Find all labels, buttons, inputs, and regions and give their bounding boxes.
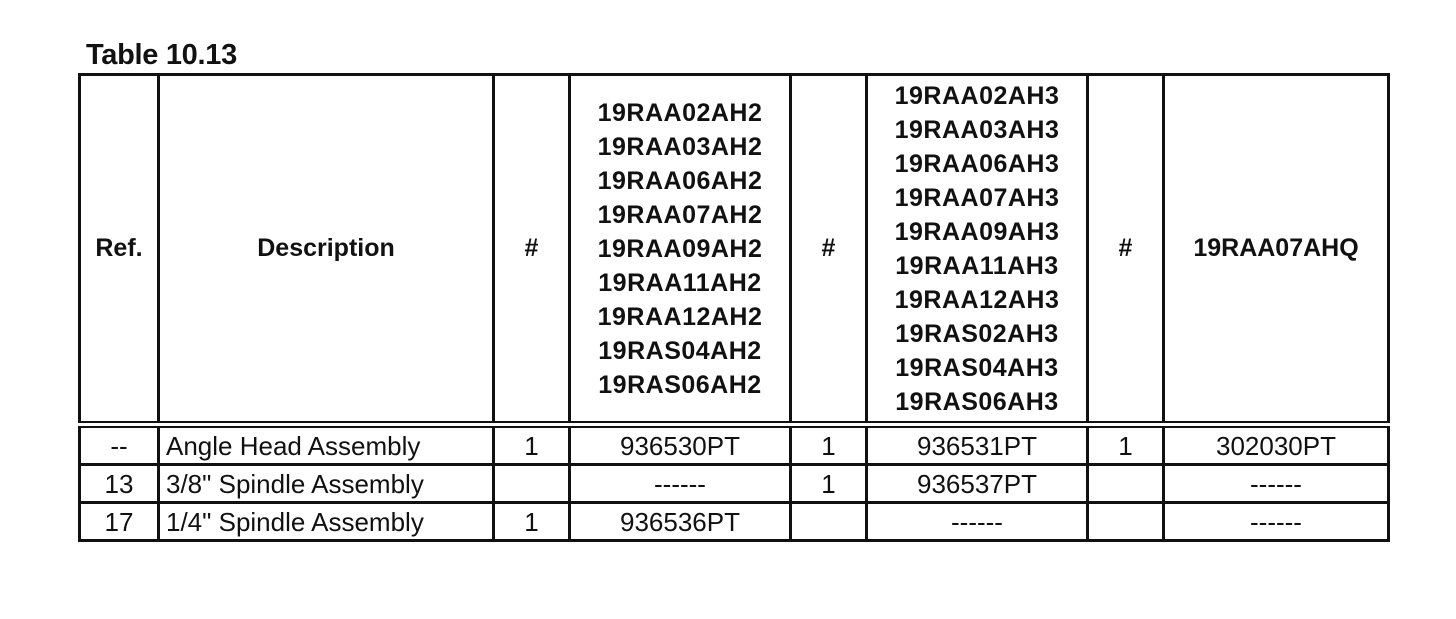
model-number: 19RAS06AH2 — [598, 370, 762, 399]
cell-qty-3: 1 — [1086, 423, 1165, 466]
cell-qty-1: 1 — [492, 423, 571, 466]
cell-part-2: 936537PT — [865, 463, 1089, 504]
header-models-3: 19RAA07AHQ — [1162, 73, 1390, 426]
model-number: 19RAA12AH3 — [894, 285, 1060, 314]
cell-qty-1: 1 — [492, 501, 571, 542]
cell-part-2: 936531PT — [865, 423, 1089, 466]
table-row: 17 1/4" Spindle Assembly 1 936536PT ----… — [78, 501, 1390, 542]
cell-part-1: 936530PT — [568, 423, 792, 466]
model-number: 19RAA06AH3 — [894, 149, 1060, 178]
cell-description: 1/4" Spindle Assembly — [157, 501, 495, 542]
model-number: 19RAA06AH2 — [597, 166, 763, 195]
header-models-2: 19RAA02AH3 19RAA03AH3 19RAA06AH3 19RAA07AH3… — [865, 73, 1089, 426]
previous-text-fragment — [60, 0, 1060, 6]
header-qty-3: # — [1086, 73, 1165, 426]
cell-qty-3 — [1086, 463, 1165, 504]
cell-ref: 17 — [78, 501, 160, 542]
cell-qty-2: 1 — [789, 423, 868, 466]
cell-part-2: ------ — [865, 501, 1089, 542]
cell-part-3: ------ — [1162, 501, 1390, 542]
model-number: 19RAS06AH3 — [895, 387, 1059, 416]
cell-ref: -- — [78, 423, 160, 466]
header-ref: Ref. — [78, 73, 160, 426]
model-number: 19RAS02AH3 — [895, 319, 1059, 348]
cell-part-1: ------ — [568, 463, 792, 504]
model-number: 19RAA09AH2 — [597, 234, 763, 263]
model-number: 19RAA12AH2 — [597, 302, 763, 331]
cell-part-1: 936536PT — [568, 501, 792, 542]
cell-qty-3 — [1086, 501, 1165, 542]
cell-qty-2: 1 — [789, 463, 868, 504]
model-number: 19RAA09AH3 — [894, 217, 1060, 246]
model-number: 19RAA11AH2 — [598, 268, 762, 297]
cell-part-3: ------ — [1162, 463, 1390, 504]
header-description: Description — [157, 73, 495, 426]
model-number: 19RAA07AH2 — [597, 200, 763, 229]
table-row: 13 3/8" Spindle Assembly ------ 1 936537… — [78, 463, 1390, 504]
model-list-2: 19RAA02AH3 19RAA03AH3 19RAA06AH3 19RAA07AH3… — [868, 79, 1086, 419]
header-models-1: 19RAA02AH2 19RAA03AH2 19RAA06AH2 19RAA07AH2… — [568, 73, 792, 426]
model-number: 19RAA07AH3 — [894, 183, 1060, 212]
table-row: -- Angle Head Assembly 1 936530PT 1 9365… — [78, 423, 1390, 466]
model-number: 19RAS04AH2 — [598, 336, 762, 365]
cell-description: Angle Head Assembly — [157, 423, 495, 466]
cell-qty-1 — [492, 463, 571, 504]
model-number: 19RAA11AH3 — [895, 251, 1059, 280]
cell-description: 3/8" Spindle Assembly — [157, 463, 495, 504]
cell-ref: 13 — [78, 463, 160, 504]
model-number: 19RAA03AH3 — [894, 115, 1060, 144]
model-number: 19RAS04AH3 — [895, 353, 1059, 382]
header-qty-1: # — [492, 73, 571, 426]
model-number: 19RAA03AH2 — [597, 132, 763, 161]
model-number: 19RAA02AH3 — [894, 81, 1060, 110]
table-caption: Table 10.13 — [86, 39, 237, 71]
model-list-1: 19RAA02AH2 19RAA03AH2 19RAA06AH2 19RAA07AH2… — [571, 96, 789, 402]
cell-qty-2 — [789, 501, 868, 542]
header-qty-2: # — [789, 73, 868, 426]
model-number: 19RAA02AH2 — [597, 98, 763, 127]
cell-part-3: 302030PT — [1162, 423, 1390, 466]
